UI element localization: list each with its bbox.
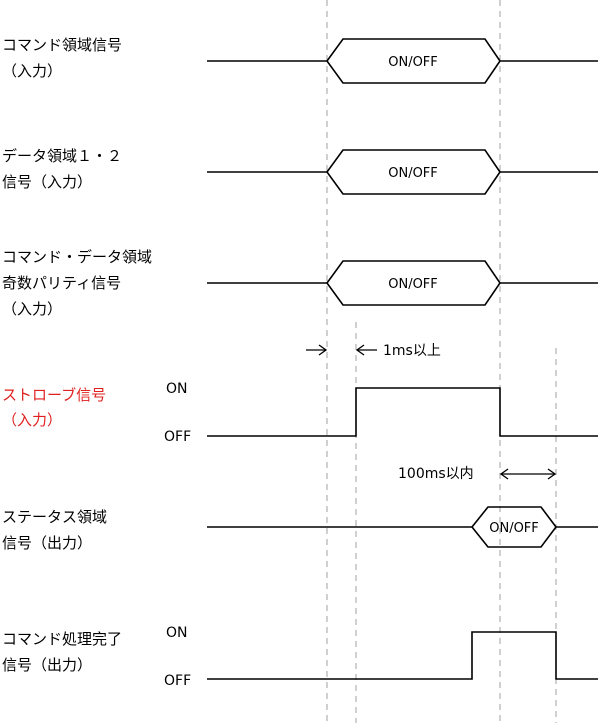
signal-status: ステータス領域 信号（出力） ON/OFF — [2, 506, 598, 552]
response-time-label: 100ms以内 — [398, 466, 474, 482]
signal-waveform-parity — [207, 260, 598, 306]
signal-box-text-status: ON/OFF — [489, 521, 539, 536]
guide-lines — [326, 0, 557, 723]
response-time-annotation — [499, 468, 557, 480]
signal-label-command-line2: （入力） — [2, 62, 62, 80]
signal-label-status-line1: ステータス領域 — [2, 508, 107, 526]
signal-waveform-command — [207, 38, 598, 84]
signal-label-parity-line2: 奇数パリティ信号 — [2, 274, 121, 292]
level-label-strobe-off: OFF — [164, 429, 191, 445]
signal-waveform-complete — [207, 631, 598, 680]
signal-box-text-command: ON/OFF — [388, 55, 438, 70]
signal-waveform-data — [207, 149, 598, 195]
signal-complete: コマンド処理完了 信号（出力） ON OFF — [2, 625, 598, 689]
signal-label-strobe-line2: （入力） — [2, 411, 62, 429]
level-label-strobe-on: ON — [166, 381, 188, 397]
signal-label-parity-line3: （入力） — [2, 300, 62, 318]
signal-parity: コマンド・データ領域 奇数パリティ信号 （入力） ON/OFF — [2, 248, 598, 318]
setup-time-annotation — [306, 344, 377, 356]
signal-waveform-strobe — [207, 387, 598, 437]
signal-label-data-line2: 信号（入力） — [2, 173, 92, 191]
signal-label-complete-line1: コマンド処理完了 — [2, 630, 122, 648]
signal-label-complete-line2: 信号（出力） — [2, 656, 92, 674]
level-label-complete-off: OFF — [164, 673, 191, 689]
signal-label-strobe-line1: ストローブ信号 — [2, 386, 106, 404]
signal-label-command-line1: コマンド領域信号 — [2, 36, 122, 54]
signal-box-text-parity: ON/OFF — [388, 277, 438, 292]
signal-strobe: ストローブ信号 （入力） ON OFF — [2, 381, 598, 445]
level-label-complete-on: ON — [166, 625, 188, 641]
signal-box-text-data: ON/OFF — [388, 166, 438, 181]
signal-label-data-line1: データ領域１・２ — [2, 147, 122, 165]
setup-time-label: 1ms以上 — [383, 343, 441, 359]
signal-waveform-status — [207, 506, 598, 548]
signal-data: データ領域１・２ 信号（入力） ON/OFF — [2, 147, 598, 195]
signal-command: コマンド領域信号 （入力） ON/OFF — [2, 36, 598, 84]
signal-label-status-line2: 信号（出力） — [2, 534, 92, 552]
signal-label-parity-line1: コマンド・データ領域 — [2, 248, 152, 266]
